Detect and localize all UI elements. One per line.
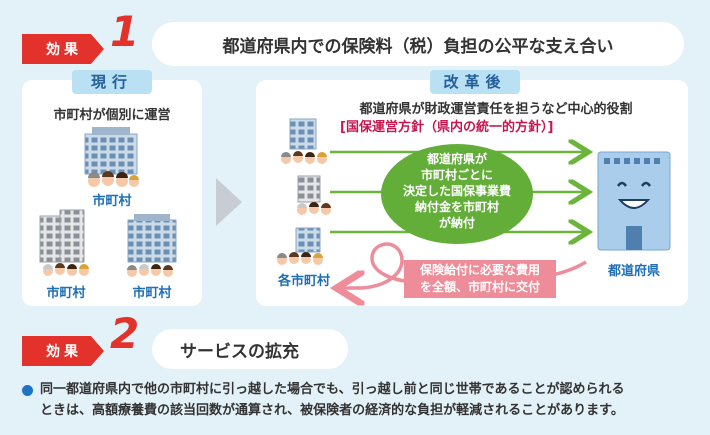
prefecture-building-icon — [597, 151, 671, 251]
effect-1-title: 都道府県内での保険料（税）負担の公平な支え合い — [222, 36, 614, 57]
grant-return-box: 保険給付に必要な費用 を全額、市町村に交付 — [404, 260, 556, 298]
effect-1-tag: 効果 — [22, 34, 104, 64]
effect-2-tag: 効果 — [22, 336, 104, 366]
payment-line: 都道府県が — [426, 152, 487, 166]
muni-label-left: 市町村 — [46, 286, 86, 301]
payment-line: 決定した国保事業費 — [402, 184, 511, 198]
reform-heading: 都道府県が財政運営責任を担うなど中心的役割 — [359, 102, 633, 117]
grant-line: 保険給付に必要な費用 — [419, 263, 540, 277]
effect-1-title-pill: 都道府県内での保険料（税）負担の公平な支え合い — [152, 22, 684, 66]
payment-line: 市町村ごとに — [420, 168, 493, 182]
note-line-1: 同一都道府県内で他の市町村に引っ越した場合でも、引っ越し前と同じ世帯であることが… — [40, 382, 625, 397]
current-tab: 現行 — [72, 70, 152, 94]
reform-tab: 改革後 — [430, 70, 520, 94]
note-line-2: ときは、高額療養費の該当回数が通算され、被保険者の経済的な負担が軽減されることが… — [40, 403, 624, 418]
resident-group-icon — [43, 263, 89, 276]
payment-line: 納付金を市町村 — [414, 200, 499, 214]
city-hall-building-icon — [127, 214, 177, 263]
city-hall-building-icon — [39, 209, 85, 263]
municipality-building-icon — [295, 227, 321, 253]
effect-2-title: サービスの拡充 — [180, 341, 299, 362]
resident-group-icon — [277, 252, 323, 265]
all-municipalities-label: 各市町村 — [277, 274, 330, 289]
effect-1-tag-label: 効果 — [46, 42, 82, 58]
municipality-building-icon — [297, 175, 321, 203]
payment-ellipse — [381, 144, 533, 244]
effect-2-tag-label: 効果 — [46, 344, 82, 360]
current-heading: 市町村が個別に運営 — [53, 108, 171, 123]
effect-2-title-pill: サービスの拡充 — [152, 329, 348, 369]
effect-2-number: 2 — [110, 309, 140, 358]
transition-chevron-icon — [216, 178, 242, 226]
note-text: 同一都道府県内で他の市町村に引っ越した場合でも、引っ越し前と同じ世帯であることが… — [40, 379, 700, 421]
prefecture-label: 都道府県 — [607, 264, 660, 279]
municipality-building-icon — [289, 118, 317, 150]
muni-label-top: 市町村 — [92, 194, 132, 209]
grant-line: を全額、市町村に交付 — [419, 280, 540, 294]
note-bullet-icon — [22, 385, 33, 396]
resident-group-icon — [297, 202, 331, 215]
resident-group-icon — [127, 264, 173, 277]
city-hall-building-icon — [84, 127, 138, 175]
effect-1-number: 1 — [110, 7, 140, 56]
reform-subheading: [国保運営方針（県内の統一的方針）] — [340, 120, 554, 135]
muni-label-right: 市町村 — [132, 286, 172, 301]
payment-line: が納付 — [438, 216, 475, 230]
resident-group-icon — [88, 171, 139, 187]
payment-ellipse-text: 都道府県が 市町村ごとに 決定した国保事業費 納付金を市町村 が納付 — [381, 151, 533, 231]
resident-group-icon — [281, 151, 327, 164]
